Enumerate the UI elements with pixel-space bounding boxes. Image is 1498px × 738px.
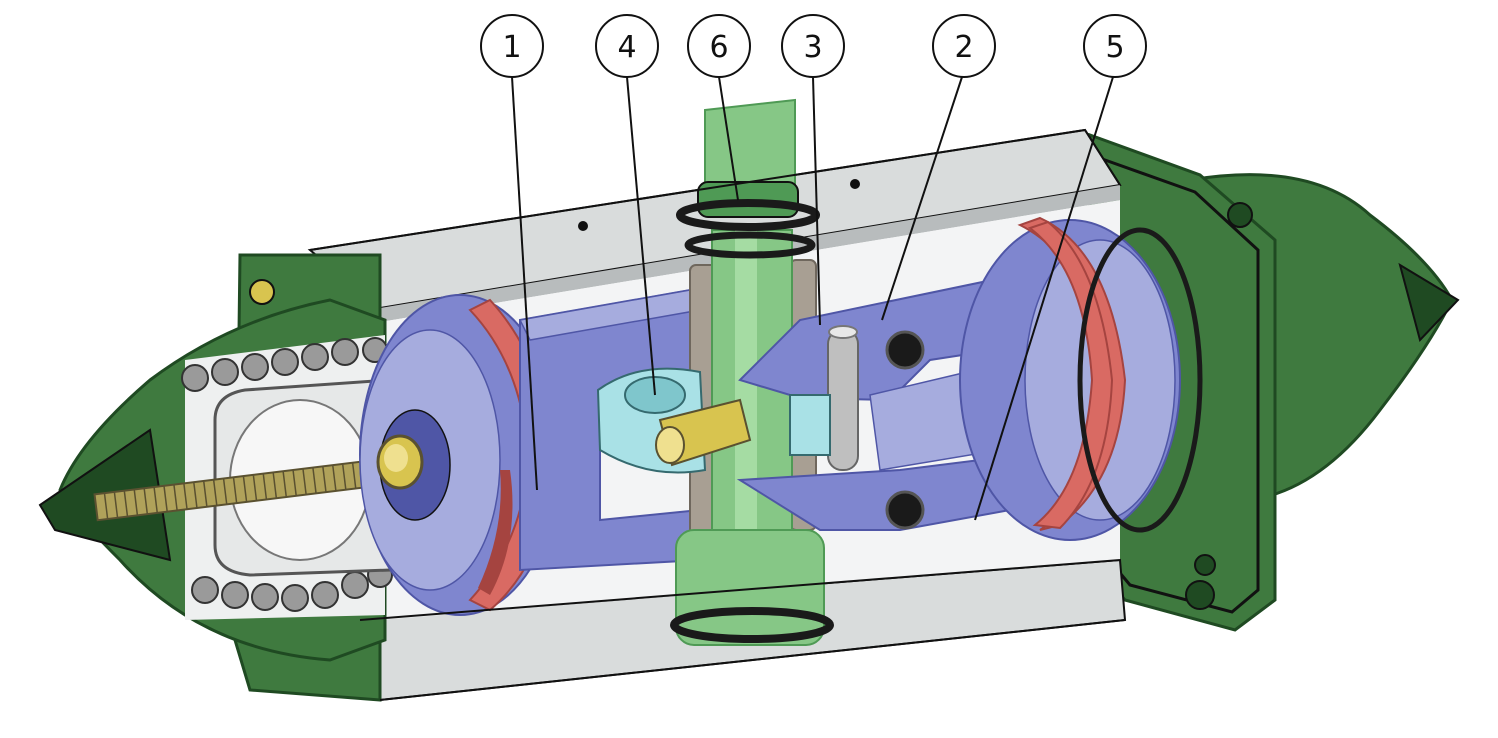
right-piston xyxy=(959,216,1203,541)
leader-2 xyxy=(881,76,963,321)
callout-4: 4 xyxy=(595,14,659,78)
cam-brass-pin-end xyxy=(655,426,685,464)
leader-5 xyxy=(974,76,1114,521)
right-cap-bolt-hole-bottom xyxy=(1185,580,1215,610)
leader-6 xyxy=(718,76,739,201)
guide-pin xyxy=(827,329,859,471)
callout-2-label: 2 xyxy=(954,30,973,65)
adjust-screw-threads xyxy=(103,460,377,520)
left-piston-seal-shade xyxy=(478,470,513,595)
callout-6-label: 6 xyxy=(709,30,728,65)
barrel-left-bolt xyxy=(249,279,275,305)
shaft-bottom-oring xyxy=(670,607,834,643)
callout-1-label: 1 xyxy=(502,30,521,65)
right-rack-bolt-upper xyxy=(885,330,925,370)
callout-4-label: 4 xyxy=(617,30,636,65)
callout-1: 1 xyxy=(480,14,544,78)
right-cap-tip xyxy=(1398,262,1460,342)
callout-3-label: 3 xyxy=(803,30,822,65)
right-cap-bolt-hole-mid xyxy=(1194,554,1216,576)
shaft-bottom-collar xyxy=(675,529,825,646)
callout-5-label: 5 xyxy=(1105,30,1124,65)
right-piston-rim xyxy=(1077,227,1203,533)
callout-5: 5 xyxy=(1083,14,1147,78)
left-end-cap xyxy=(38,298,397,662)
piston-nut-face xyxy=(384,444,408,472)
callout-2: 2 xyxy=(932,14,996,78)
leader-1 xyxy=(511,76,538,491)
callout-3: 3 xyxy=(781,14,845,78)
shaft-body-highlight xyxy=(735,230,757,590)
callout-leaders xyxy=(511,76,1114,521)
barrel-outlines xyxy=(309,128,1126,701)
shaft-mid-oring xyxy=(684,231,816,259)
guide-pin-top xyxy=(828,325,858,339)
callouts: 1 4 6 3 2 5 xyxy=(480,14,1147,78)
outer-spring xyxy=(181,337,393,612)
leader-4 xyxy=(626,76,656,396)
right-cap-bolt-hole-top xyxy=(1227,202,1253,228)
right-rack-bolt-lower xyxy=(885,490,925,530)
right-cam-block xyxy=(789,394,831,456)
leader-3 xyxy=(812,76,821,326)
callout-6: 6 xyxy=(687,14,751,78)
